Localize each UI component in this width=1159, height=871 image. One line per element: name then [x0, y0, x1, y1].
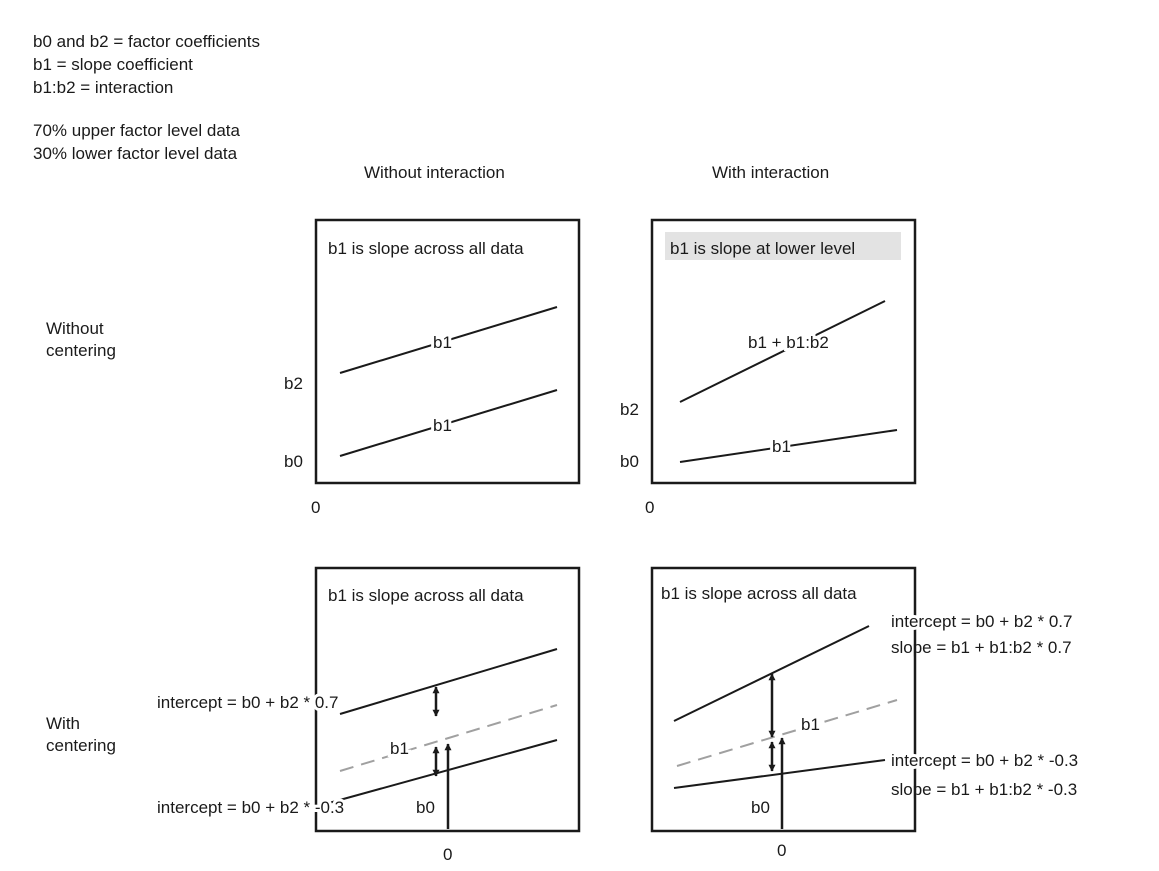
panel-top-left: b1 is slope across all data b1 b1 b2 b0 …	[284, 218, 581, 517]
panel-frame	[650, 218, 917, 485]
lower-level-line	[679, 429, 898, 463]
b0-label: b0	[416, 798, 435, 817]
column-header-with-interaction: With interaction	[712, 163, 830, 182]
lower-slope-label: b1	[433, 416, 452, 435]
zero-axis-label: 0	[443, 845, 452, 864]
b0-axis-label: b0	[284, 452, 303, 471]
lower-level-line	[317, 739, 558, 807]
centered-mean-line	[676, 699, 898, 767]
panel-bottom-right: b1 is slope across all data b1 b0 interc…	[650, 566, 1081, 860]
panel-title: b1 is slope across all data	[328, 586, 524, 605]
upper-slope-label: b1 + b1:b2	[748, 333, 829, 352]
legend: b0 and b2 = factor coefficients b1 = slo…	[33, 30, 260, 165]
mid-slope-label: b1	[801, 715, 820, 734]
upper-slope-label: slope = b1 + b1:b2 * 0.7	[891, 638, 1072, 657]
upper-intercept-label: intercept = b0 + b2 * 0.7	[891, 612, 1072, 631]
panel-top-right: b1 is slope at lower level b1 + b1:b2 b1…	[620, 218, 917, 517]
zero-axis-label: 0	[311, 498, 320, 517]
upper-level-line	[679, 300, 886, 403]
upper-intercept-label: intercept = b0 + b2 * 0.7	[157, 693, 338, 712]
legend-line: b1 = slope coefficient	[33, 55, 193, 74]
row-header-with-centering: With centering	[46, 714, 116, 755]
b2-axis-label: b2	[284, 374, 303, 393]
column-header-without-interaction: Without interaction	[364, 163, 505, 182]
panel-frame	[314, 566, 581, 833]
panel-bottom-left: b1 is slope across all data b1 b0 interc…	[154, 566, 581, 864]
panel-title-highlight	[665, 232, 901, 260]
centered-mean-line	[339, 704, 558, 772]
legend-line: b1:b2 = interaction	[33, 78, 174, 97]
b2-axis-label: b2	[620, 400, 639, 419]
b0-label: b0	[751, 798, 770, 817]
lower-slope-label: b1	[772, 437, 791, 456]
panel-title: b1 is slope across all data	[328, 239, 524, 258]
panel-frame	[314, 218, 581, 485]
lower-level-line	[673, 759, 886, 789]
mid-slope-label: b1	[390, 739, 409, 758]
lower-intercept-label: intercept = b0 + b2 * -0.3	[157, 798, 344, 817]
upper-level-line	[339, 648, 558, 715]
panel-title: b1 is slope across all data	[661, 584, 857, 603]
legend-line: b0 and b2 = factor coefficients	[33, 32, 260, 51]
row-header-without-centering: Without centering	[46, 319, 116, 360]
panel-frame	[650, 566, 917, 833]
lower-slope-label: slope = b1 + b1:b2 * -0.3	[891, 780, 1077, 799]
zero-axis-label: 0	[777, 841, 786, 860]
zero-axis-label: 0	[645, 498, 654, 517]
upper-slope-label: b1	[433, 333, 452, 352]
lower-level-line	[339, 389, 558, 457]
legend-data-line: 30% lower factor level data	[33, 144, 238, 163]
lower-intercept-label: intercept = b0 + b2 * -0.3	[891, 751, 1078, 770]
legend-data-line: 70% upper factor level data	[33, 121, 240, 140]
b0-axis-label: b0	[620, 452, 639, 471]
upper-level-line	[339, 306, 558, 374]
panel-title: b1 is slope at lower level	[670, 239, 855, 258]
